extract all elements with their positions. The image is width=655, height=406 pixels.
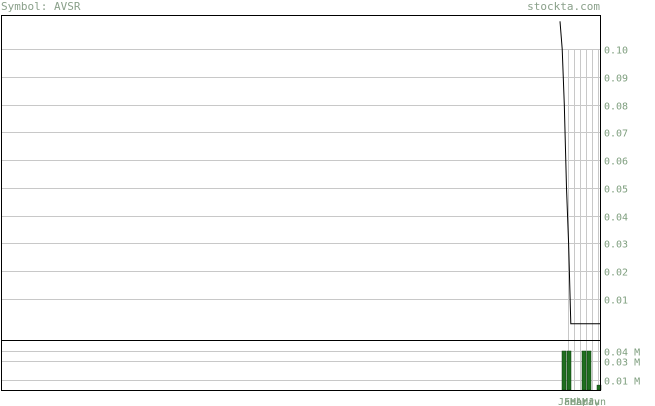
price-tick-label: 0.10: [604, 46, 628, 57]
price-tick-label: 0.03: [604, 240, 628, 251]
price-tick-label: 0.04: [604, 213, 628, 224]
price-tick-label: 0.06: [604, 157, 628, 168]
volume-axis-ticks: 0.04 M0.03 M 0.01 M: [604, 348, 640, 388]
volume-bar: [581, 350, 587, 391]
volume-bar: [561, 350, 567, 391]
volume-tick-label: 0.03 M: [604, 358, 640, 369]
price-line: [559, 21, 601, 325]
price-tick-label: 0.05: [604, 185, 628, 196]
x-tick-label: Mar: [570, 397, 588, 406]
price-axis-ticks: 0.10 0.09 0.08 0.07 0.06 0.05 0.04 0.03 0.02 0.01: [604, 46, 628, 307]
x-tick-label: Jun: [588, 397, 606, 406]
price-panel-frame: [1, 15, 601, 341]
volume-bar: [586, 350, 592, 391]
price-tick-label: 0.01: [604, 296, 628, 307]
volume-bars: [561, 350, 602, 391]
site-name[interactable]: stockta.com: [527, 0, 600, 13]
x-tick-label: May: [582, 397, 600, 406]
volume-tick-label: 0.04 M: [604, 348, 640, 359]
volume-tick-label: 0.01 M: [604, 377, 640, 388]
price-tick-label: 0.08: [604, 102, 628, 113]
volume-bar: [566, 350, 572, 391]
x-tick-label: Jan: [558, 397, 576, 406]
price-tick-label: 0.02: [604, 268, 628, 279]
price-grid: [1, 49, 600, 340]
price-tick-label: 0.07: [604, 129, 628, 140]
x-tick-label: Feb: [564, 397, 582, 406]
symbol-label: Symbol: AVSR: [1, 0, 81, 13]
x-tick-label: Apr: [576, 397, 594, 406]
volume-grid: [1, 340, 600, 390]
volume-panel-frame: [1, 340, 601, 391]
price-tick-label: 0.09: [604, 74, 628, 85]
